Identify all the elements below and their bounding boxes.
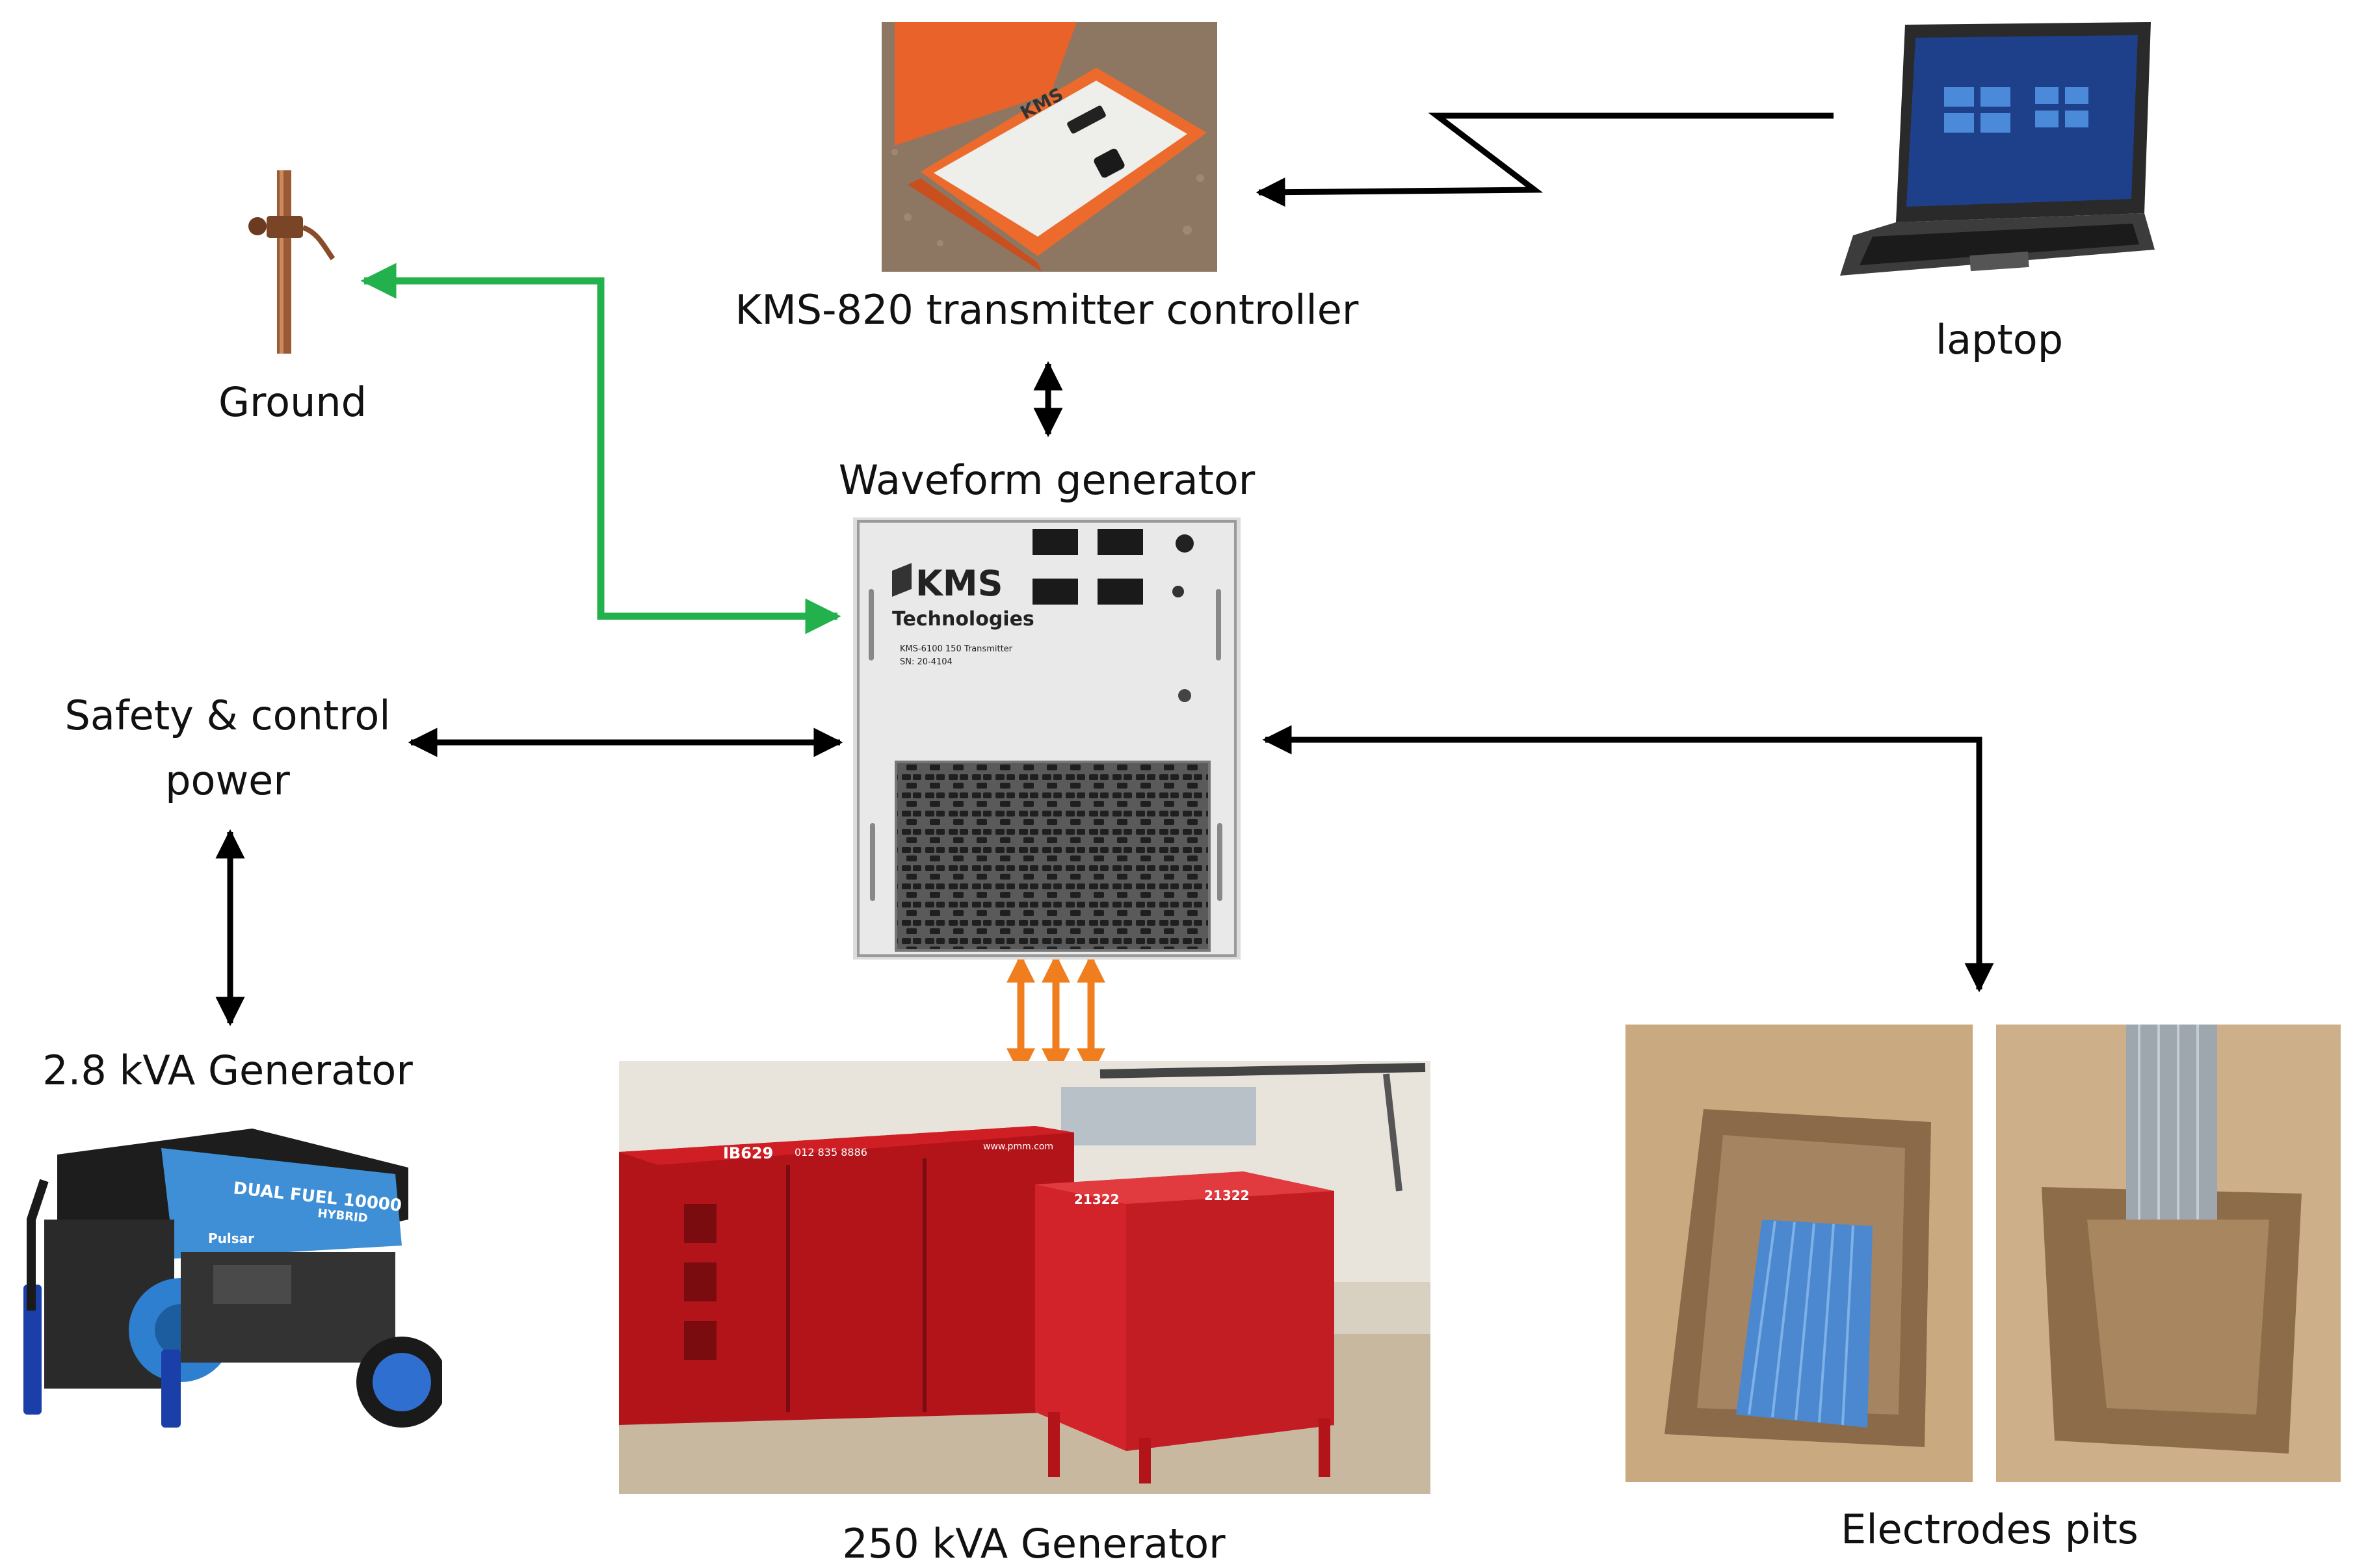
waveform-label: Waveform generator (838, 456, 1256, 504)
waveform-serial-text: SN: 20-4104 (900, 657, 953, 667)
waveform-generator-photo: KMS Technologies KMS-6100 150 Transmitte… (853, 517, 1241, 960)
controller-photo: KMS (882, 22, 1217, 272)
tank-id-2-text: 21322 (1204, 1188, 1250, 1203)
ground-link-arrow (360, 263, 841, 634)
big-gen-phone-text: 012 835 8886 (795, 1146, 867, 1158)
electrodes-label: Electrodes pits (1841, 1506, 2138, 1553)
waveform-sub-text: Technologies (892, 608, 1034, 631)
electrodes-link-arrow (1262, 725, 1994, 993)
safety-label-line1: Safety & control (64, 692, 391, 739)
waveform-model-text: KMS-6100 150 Transmitter (900, 644, 1013, 654)
laptop-label: laptop (1935, 316, 2064, 363)
controller-label: KMS-820 transmitter controller (735, 286, 1359, 333)
laptop-link-arrow (1256, 101, 1876, 207)
electrode-pit-photo-2 (1996, 1025, 2341, 1482)
small-generator-photo: DUAL FUEL 10000 HYBRID Pulsar (18, 1116, 442, 1439)
big-generator-label: 250 kVA Generator (842, 1520, 1226, 1567)
ground-label: Ground (218, 378, 367, 426)
waveform-brand-text: KMS (915, 563, 1003, 604)
small-generator-label: 2.8 kVA Generator (42, 1047, 413, 1094)
small-gen-make-text: Pulsar (208, 1231, 254, 1246)
tank-id-1-text: 21322 (1074, 1192, 1120, 1207)
big-generator-photo: IB629 012 835 8886 www.pmm.com 21322 213… (619, 1061, 1430, 1494)
big-gen-id-text: IB629 (723, 1144, 773, 1162)
big-gen-web-text: www.pmm.com (983, 1142, 1053, 1152)
ground-rod-icon (228, 170, 338, 354)
safety-label-line2: power (165, 757, 290, 804)
laptop-icon (1834, 16, 2159, 282)
electrode-pit-photo-1 (1625, 1025, 1973, 1482)
